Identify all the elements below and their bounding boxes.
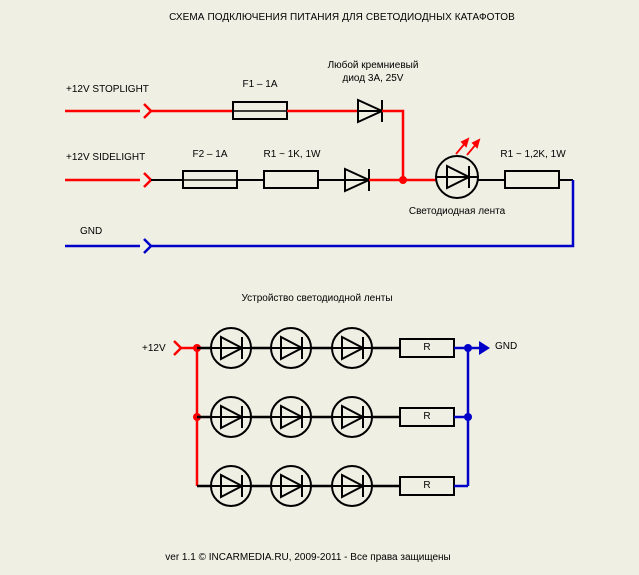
label-strip-device-title: Устройство светодиодной ленты — [241, 293, 393, 304]
sidelight-diode — [344, 167, 372, 193]
label-diode-note-2: диод 3А, 25V — [342, 73, 404, 84]
led-3-2 — [270, 465, 312, 507]
label-fuse-f1: F1 – 1A — [242, 79, 278, 90]
diagram-title: СХЕМА ПОДКЛЮЧЕНИЯ ПИТАНИЯ ДЛЯ СВЕТОДИОДН… — [169, 12, 515, 23]
label-diode-note-1: Любой кремниевый — [327, 60, 419, 71]
stoplight-diode — [357, 98, 385, 124]
input-connector — [173, 340, 183, 356]
output-arrow — [479, 341, 490, 355]
resistor-label-row1: R — [423, 342, 431, 353]
resistor-side — [263, 170, 319, 189]
led-row-3 — [197, 465, 468, 507]
label-resistor-side: R1 ~ 1K, 1W — [263, 149, 321, 160]
sidelight-line — [65, 167, 437, 193]
led-rows — [197, 327, 468, 507]
stoplight-connector — [143, 103, 153, 119]
led-strip-symbol — [435, 137, 481, 199]
label-output-gnd: GND — [495, 341, 518, 352]
resistor-label-row3: R — [423, 480, 431, 491]
led-row-1 — [197, 327, 468, 369]
label-fuse-f2: F2 – 1A — [192, 149, 228, 160]
label-led-strip: Светодиодная лента — [408, 206, 506, 217]
gnd-line — [65, 180, 575, 254]
led-light-arrows — [455, 137, 481, 156]
led-2-2 — [270, 396, 312, 438]
resistor-label-row2: R — [423, 411, 431, 422]
label-stoplight: +12V STOPLIGHT — [66, 84, 149, 95]
gnd-connector — [143, 238, 153, 254]
label-gnd: GND — [80, 226, 103, 237]
led-2-3 — [331, 396, 373, 438]
led-2-1 — [210, 396, 252, 438]
resistor-led — [504, 170, 560, 189]
label-input-12v: +12V — [142, 343, 166, 354]
led-row-2 — [197, 396, 468, 438]
led-3-1 — [210, 465, 252, 507]
led-1-2 — [270, 327, 312, 369]
led-3-3 — [331, 465, 373, 507]
stoplight-line — [65, 98, 405, 180]
led-1-3 — [331, 327, 373, 369]
label-resistor-led: R1 ~ 1,2K, 1W — [500, 149, 566, 160]
footer-copyright: ver 1.1 © INCARMEDIA.RU, 2009-2011 - Все… — [165, 552, 451, 563]
sidelight-connector — [143, 172, 153, 188]
led-1-1 — [210, 327, 252, 369]
label-sidelight: +12V SIDELIGHT — [66, 152, 146, 163]
